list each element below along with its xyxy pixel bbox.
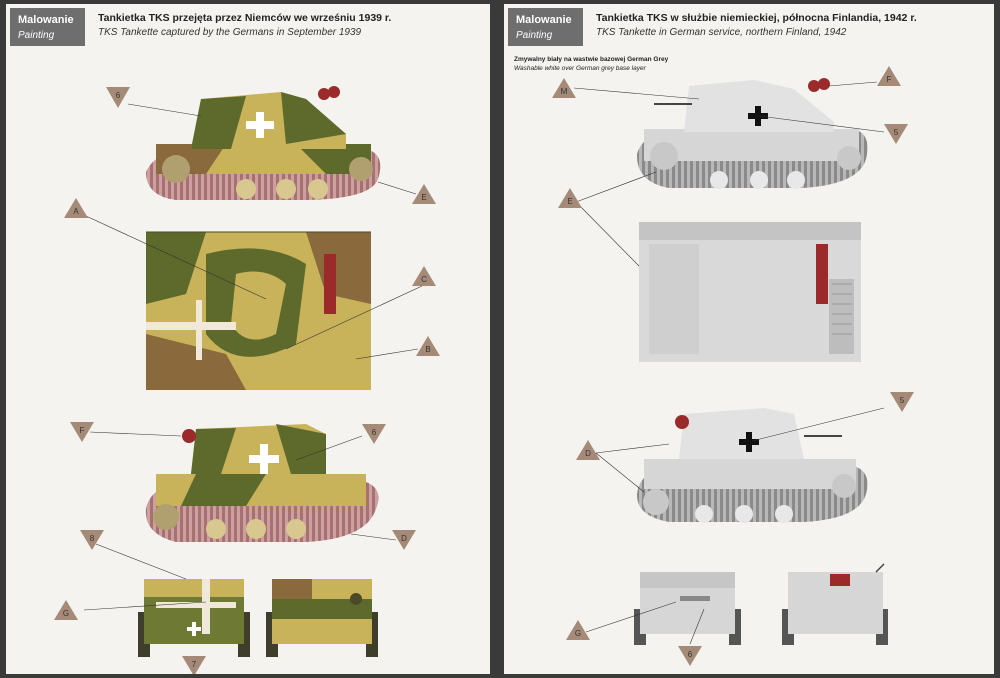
marker-A: A	[64, 198, 88, 218]
left-artwork: 6 E A C B F 6 D 8 G 7	[54, 86, 440, 674]
marker-F: F	[70, 422, 94, 442]
marker-6-up: 6	[106, 87, 130, 108]
tankette-top-view	[146, 231, 371, 390]
tankette-front-view	[138, 579, 250, 657]
section-label-en: Painting	[516, 30, 553, 41]
left-subtitle: TKS Tankette captured by the Germans in …	[98, 27, 362, 38]
svg-text:8: 8	[90, 534, 95, 543]
section-label-en: Painting	[18, 30, 55, 41]
marker-E: E	[558, 188, 582, 208]
section-label-pl: Malowanie	[18, 14, 74, 26]
tankette-rear-view	[266, 579, 378, 657]
tankette-side-view-2	[145, 424, 379, 542]
svg-text:M: M	[561, 87, 568, 96]
marker-C: C	[412, 266, 436, 286]
svg-text:6: 6	[116, 91, 121, 100]
right-leader-lines	[573, 81, 885, 645]
svg-text:F: F	[80, 426, 85, 435]
tankette-side-view-2	[636, 408, 868, 523]
marker-E: E	[412, 184, 436, 204]
tankette-front-view	[634, 572, 741, 645]
section-badge-left: Malowanie Painting	[10, 8, 85, 46]
svg-text:A: A	[73, 207, 79, 216]
paint-note-en: Washable white over German grey base lay…	[514, 65, 646, 72]
marker-8: 8	[80, 530, 104, 550]
marker-D: D	[576, 440, 600, 460]
right-subtitle: TKS Tankette in German service, northern…	[596, 27, 847, 38]
marker-7: 7	[182, 656, 206, 674]
marker-F: F	[877, 66, 901, 86]
svg-text:F: F	[887, 75, 892, 84]
left-leader-lines	[83, 103, 423, 611]
svg-text:D: D	[585, 449, 591, 458]
right-markers: M F 5 E 5 D G 6	[552, 66, 914, 666]
svg-text:6: 6	[688, 650, 693, 659]
right-page: Malowanie Painting Tankietka TKS w służb…	[504, 4, 994, 674]
svg-text:E: E	[421, 193, 426, 202]
tankette-side-view-1	[146, 86, 381, 200]
left-title: Tankietka TKS przejęta przez Niemców we …	[98, 12, 392, 24]
tankette-side-view-1	[636, 78, 868, 189]
svg-text:G: G	[63, 609, 69, 618]
paint-note-pl: Zmywalny biały na wastwie bazowej German…	[514, 56, 669, 63]
svg-text:D: D	[401, 534, 407, 543]
marker-D: D	[392, 530, 416, 550]
section-badge-right: Malowanie Painting	[508, 8, 583, 46]
tankette-top-view	[639, 222, 861, 362]
tankette-rear-view	[782, 563, 888, 645]
svg-text:E: E	[567, 197, 572, 206]
svg-text:6: 6	[372, 428, 377, 437]
marker-5-top: 5	[884, 124, 908, 144]
marker-B: B	[416, 336, 440, 356]
svg-text:7: 7	[192, 660, 197, 669]
svg-text:5: 5	[894, 128, 899, 137]
marker-G: G	[54, 600, 78, 620]
section-label-pl: Malowanie	[516, 14, 572, 26]
svg-text:G: G	[575, 629, 581, 638]
marker-6-down: 6	[362, 424, 386, 444]
right-artwork: M F 5 E 5 D G 6	[552, 66, 914, 666]
left-page: Malowanie Painting Tankietka TKS przejęt…	[6, 4, 490, 674]
left-markers: 6 E A C B F 6 D 8 G 7	[54, 87, 440, 674]
marker-M: M	[552, 78, 576, 98]
svg-text:B: B	[425, 345, 430, 354]
svg-text:C: C	[421, 275, 427, 284]
marker-5-bottom: 5	[890, 392, 914, 412]
svg-text:5: 5	[900, 396, 905, 405]
marker-6: 6	[678, 646, 702, 666]
right-title: Tankietka TKS w służbie niemieckiej, pół…	[596, 12, 917, 24]
marker-G: G	[566, 620, 590, 640]
